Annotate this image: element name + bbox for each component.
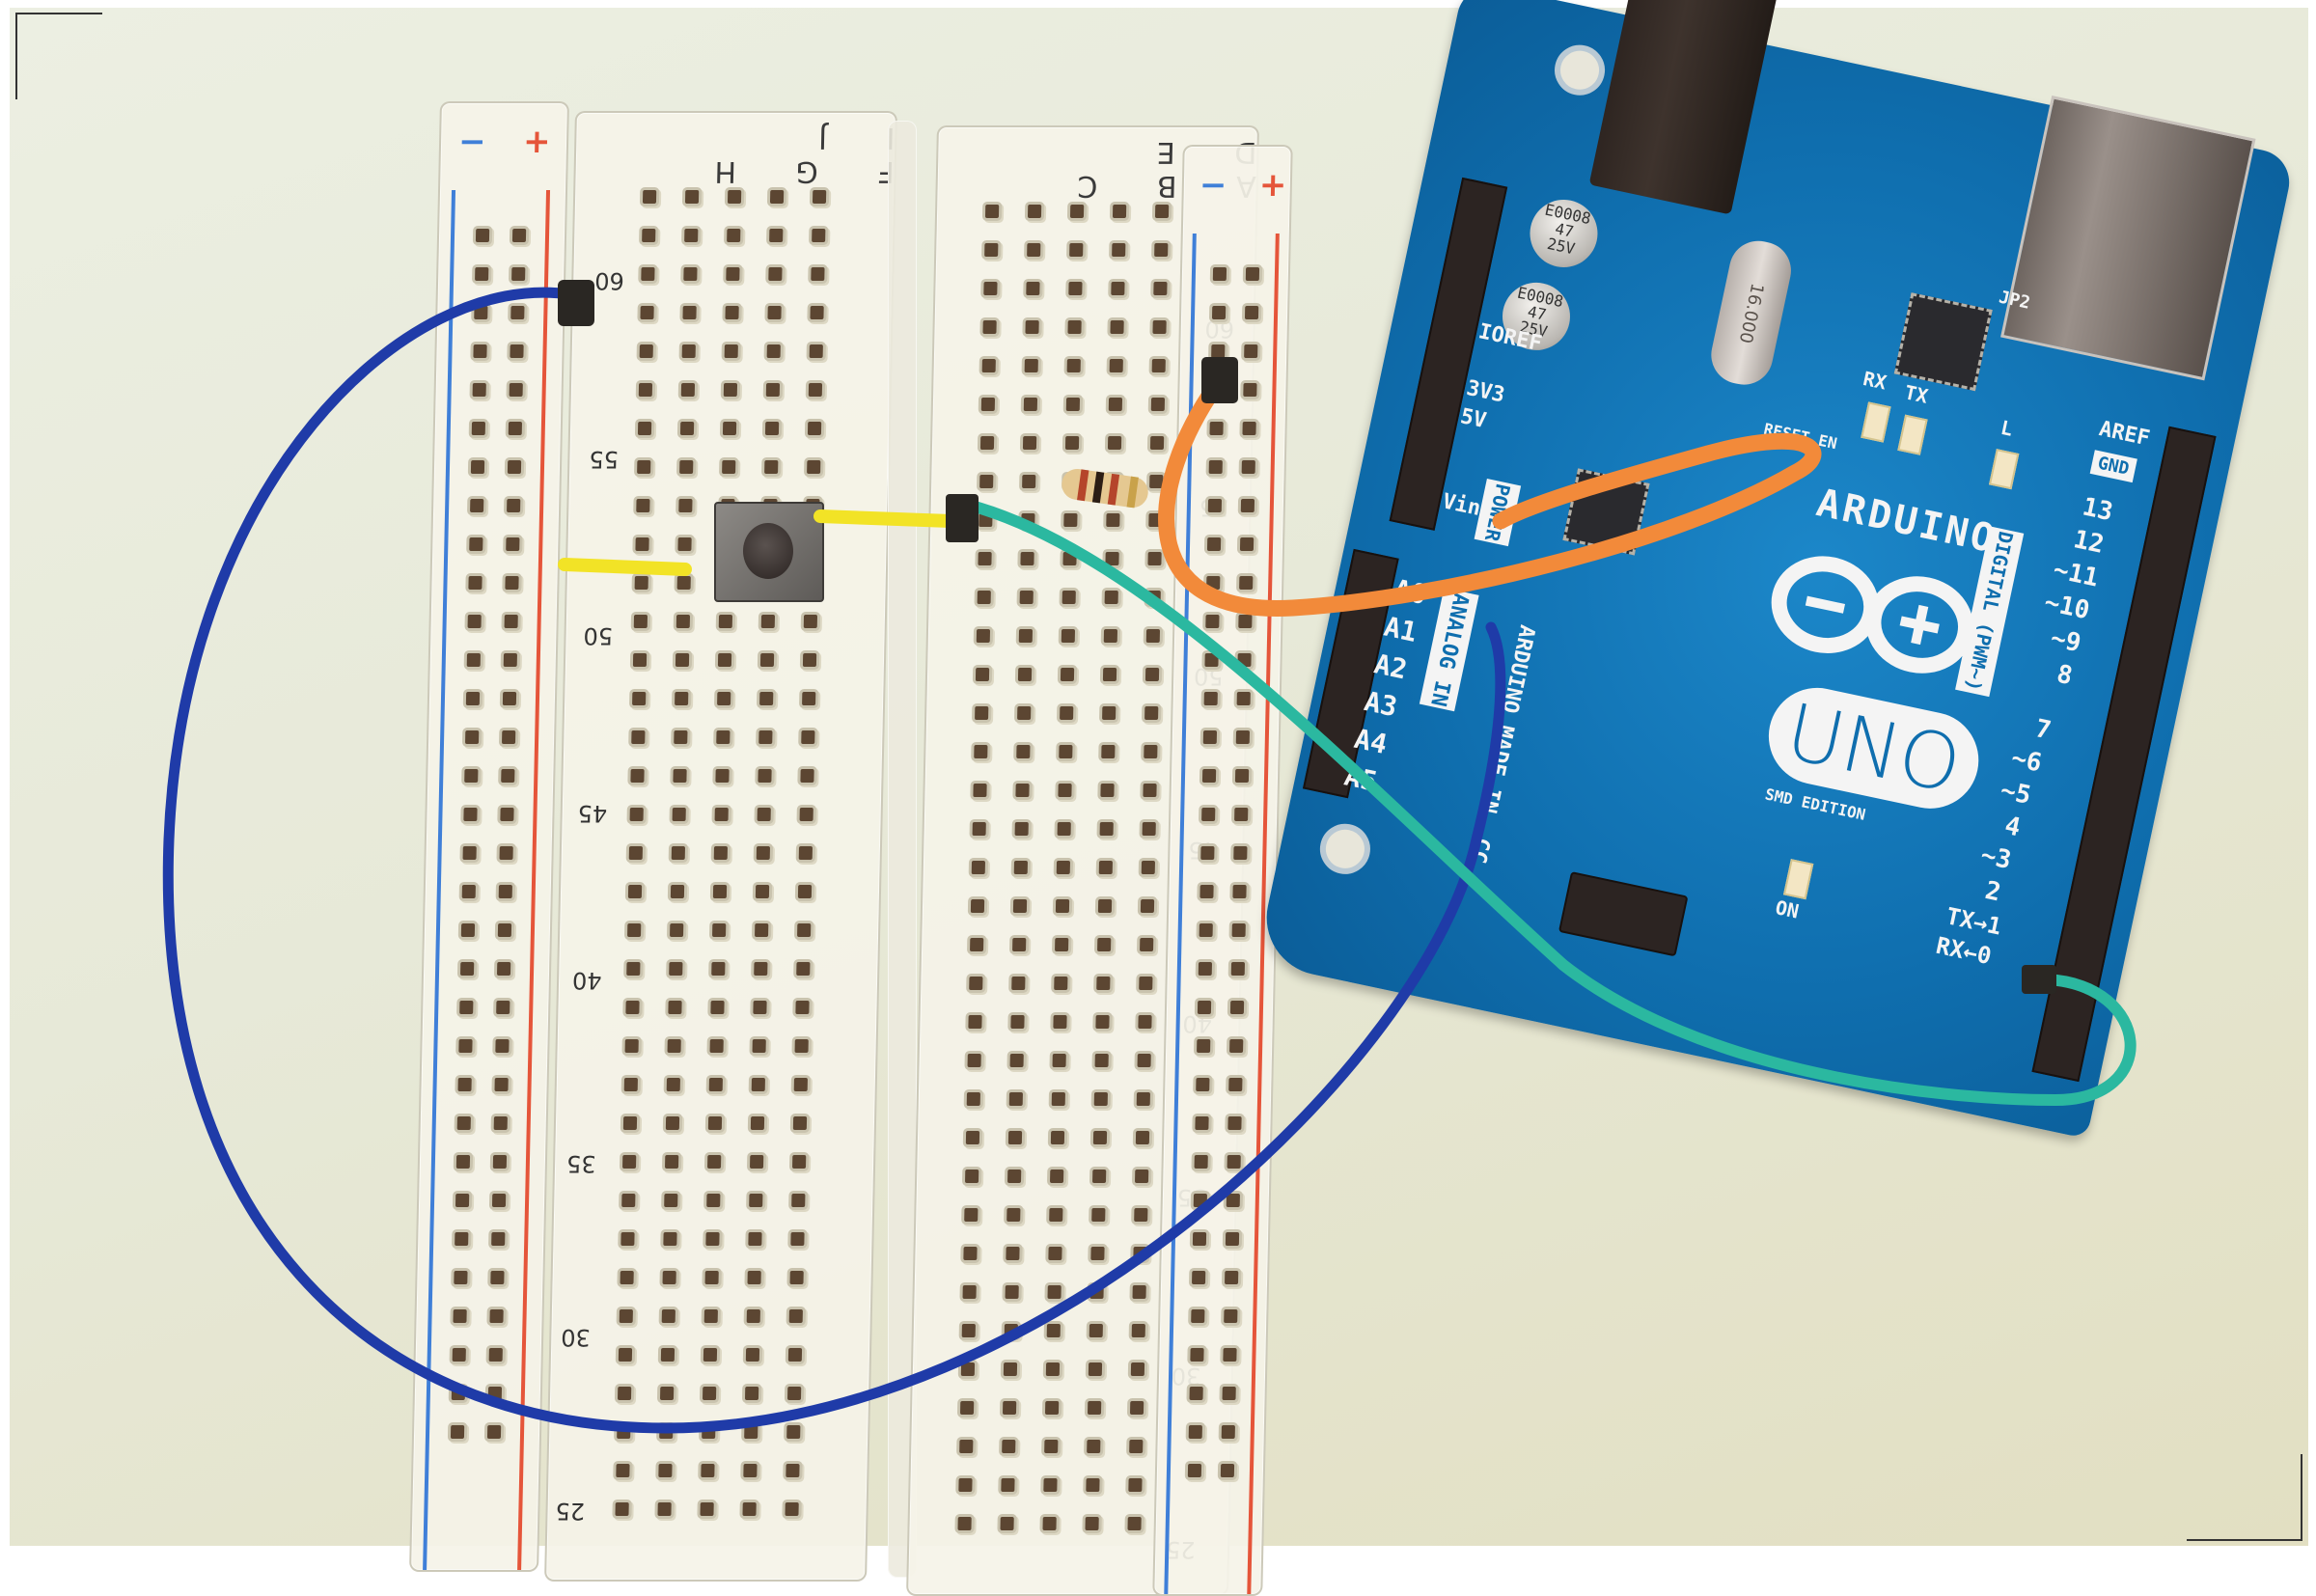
resistor-band [1091,471,1105,504]
pin-label-a4: A4 [1351,722,1391,761]
row-number: 25 [555,1498,586,1525]
pin-label-5v: 5V [1458,404,1489,434]
pin-label-6: ~6 [2008,743,2045,779]
pin-label-a1: A1 [1381,610,1420,648]
pin-label-a3: A3 [1361,685,1400,724]
rail-plus-sign: + [1258,166,1287,205]
pin-label-a5: A5 [1341,759,1381,798]
row-number: 40 [571,967,602,994]
frame-corner-line [15,13,17,99]
tx-label: TX [1902,380,1931,408]
pin-label-a2: A2 [1371,647,1410,686]
resistor-band [1126,476,1139,509]
pin-label-a0: A0 [1391,572,1430,612]
row-number: 30 [561,1324,592,1351]
rail-plus-sign: + [522,123,552,161]
row-number: 45 [577,800,608,827]
column-letters-fghij: F G H I J [689,121,896,188]
rx-label: RX [1861,367,1889,395]
pin-label-3: ~3 [1977,840,2014,876]
breadboard: − + F G H I J [409,92,1293,1596]
resistor-band [1107,473,1120,506]
terminal-holes-left [605,180,845,1531]
resistor-band [1077,469,1089,502]
pin-label-9: ~9 [2048,623,2084,659]
pushbutton-cap [743,523,793,579]
pin-label-12: 12 [2071,525,2107,560]
power-rail-left: − + [409,101,569,1572]
microcontroller-chip [1562,468,1650,556]
rail-minus-sign: − [457,123,487,161]
row-number: 55 [589,446,620,473]
frame-corner-line [15,13,102,14]
pushbutton[interactable] [714,502,824,602]
frame-corner-line [2187,1539,2302,1541]
row-number: 60 [593,267,625,294]
terminal-holes-right [948,195,1188,1546]
frame-corner-line [2301,1454,2302,1541]
pin-label-13: 13 [2080,492,2116,528]
on-label: ON [1773,895,1802,923]
terminal-strip-left: F G H I J [544,111,897,1582]
row-number: 35 [565,1150,596,1177]
usb-interface-chip [1893,292,1993,392]
rail-minus-sign: − [1199,166,1227,205]
row-number: 50 [583,622,614,649]
pin-label-5: ~5 [1998,776,2034,811]
